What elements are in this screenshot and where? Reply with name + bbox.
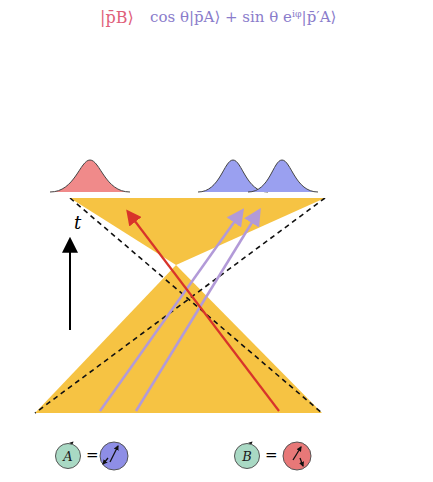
particle-circle: B	[234, 443, 260, 469]
light-cone-edge	[70, 198, 322, 413]
wave-packet-a	[198, 160, 268, 192]
axis-label: t	[74, 212, 81, 233]
wave-packet-a-outline	[198, 160, 268, 192]
state-label: |p̄B⟩	[100, 8, 134, 27]
spin-arrow	[110, 446, 118, 462]
spin-arrow	[103, 458, 108, 464]
particle-circle: A	[55, 443, 81, 469]
spin-arrow	[300, 458, 303, 466]
equals-sign: =	[265, 446, 278, 464]
wave-packet-a-prime	[248, 160, 318, 192]
wave-packet-a-prime-outline	[248, 160, 318, 192]
worldline-a	[100, 211, 242, 411]
worldline-a-prime	[136, 211, 259, 411]
particle-name: A	[63, 450, 72, 463]
worldline-b	[128, 212, 279, 411]
wave-packet-b	[50, 160, 130, 192]
past-light-cone	[35, 265, 322, 413]
state-label: cos θ|p̄A⟩ + sin θ eⁱᵠ|p̄′A⟩	[150, 8, 336, 26]
particle-name: B	[242, 450, 252, 463]
spin-arrow	[293, 447, 301, 460]
top-edge	[70, 196, 325, 198]
internal-state-b	[283, 442, 311, 470]
equals-sign: =	[86, 446, 99, 464]
light-cone-edge	[35, 198, 325, 413]
wave-packet-b-outline	[50, 160, 130, 192]
internal-state-a	[100, 442, 128, 470]
future-light-cone	[70, 198, 325, 265]
time-arrow	[69, 240, 71, 330]
